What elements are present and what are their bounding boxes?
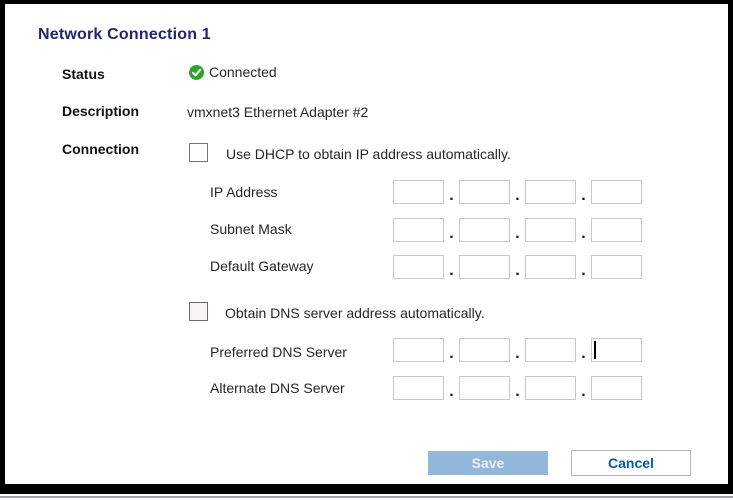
alternate-dns-octet-group: . . . [393,376,642,400]
dns-auto-checkbox-label[interactable]: Obtain DNS server address automatically. [225,305,485,321]
default-gateway-octet-group: . . . [393,255,642,279]
status-value-row: Connected [189,64,277,80]
description-label: Description [62,103,140,119]
save-button[interactable]: Save [428,451,548,475]
ip-address-octet-group: . . . [393,180,642,204]
octet-separator: . [581,383,586,400]
ip-address-octet-1[interactable] [393,180,444,204]
dialog-border-left [0,0,5,494]
alternate-dns-label: Alternate DNS Server [210,380,345,396]
dhcp-checkbox-label[interactable]: Use DHCP to obtain IP address automatica… [226,146,511,162]
octet-separator: . [581,225,586,242]
status-label: Status [62,66,105,82]
subnet-mask-octet-1[interactable] [393,218,444,242]
default-gateway-octet-3[interactable] [525,255,576,279]
text-caret [594,341,596,359]
octet-separator: . [515,225,520,242]
octet-separator: . [515,345,520,362]
dialog-border-right [728,0,733,494]
connection-label: Connection [62,141,139,157]
alternate-dns-octet-3[interactable] [525,376,576,400]
ip-address-octet-3[interactable] [525,180,576,204]
octet-separator: . [449,262,454,279]
default-gateway-octet-1[interactable] [393,255,444,279]
dns-auto-checkbox[interactable] [189,302,208,321]
default-gateway-octet-4[interactable] [591,255,642,279]
preferred-dns-label: Preferred DNS Server [210,344,347,360]
default-gateway-label: Default Gateway [210,258,314,274]
octet-separator: . [515,383,520,400]
octet-separator: . [581,345,586,362]
dhcp-checkbox[interactable] [189,143,208,162]
octet-separator: . [449,187,454,204]
ip-address-label: IP Address [210,184,278,200]
octet-separator: . [515,187,520,204]
octet-separator: . [449,225,454,242]
subnet-mask-octet-2[interactable] [459,218,510,242]
octet-separator: . [449,345,454,362]
connected-check-icon [189,64,204,80]
bottom-divider-line [0,496,733,498]
alternate-dns-octet-1[interactable] [393,376,444,400]
octet-separator: . [515,262,520,279]
preferred-dns-octet-4[interactable] [591,338,642,362]
dialog-border-top [0,0,733,4]
ip-address-octet-4[interactable] [591,180,642,204]
description-value: vmxnet3 Ethernet Adapter #2 [187,104,369,120]
cancel-button[interactable]: Cancel [571,450,691,476]
preferred-dns-octet-group: . . . [393,338,642,362]
subnet-mask-octet-4[interactable] [591,218,642,242]
page-title: Network Connection 1 [38,26,211,43]
octet-separator: . [581,187,586,204]
preferred-dns-octet-3[interactable] [525,338,576,362]
subnet-mask-octet-group: . . . [393,218,642,242]
octet-separator: . [581,262,586,279]
dialog-border-bottom [0,484,733,494]
status-value: Connected [209,64,277,80]
subnet-mask-label: Subnet Mask [210,221,292,237]
alternate-dns-octet-4[interactable] [591,376,642,400]
subnet-mask-octet-3[interactable] [525,218,576,242]
default-gateway-octet-2[interactable] [459,255,510,279]
alternate-dns-octet-2[interactable] [459,376,510,400]
ip-address-octet-2[interactable] [459,180,510,204]
octet-separator: . [449,383,454,400]
preferred-dns-octet-1[interactable] [393,338,444,362]
preferred-dns-octet-2[interactable] [459,338,510,362]
